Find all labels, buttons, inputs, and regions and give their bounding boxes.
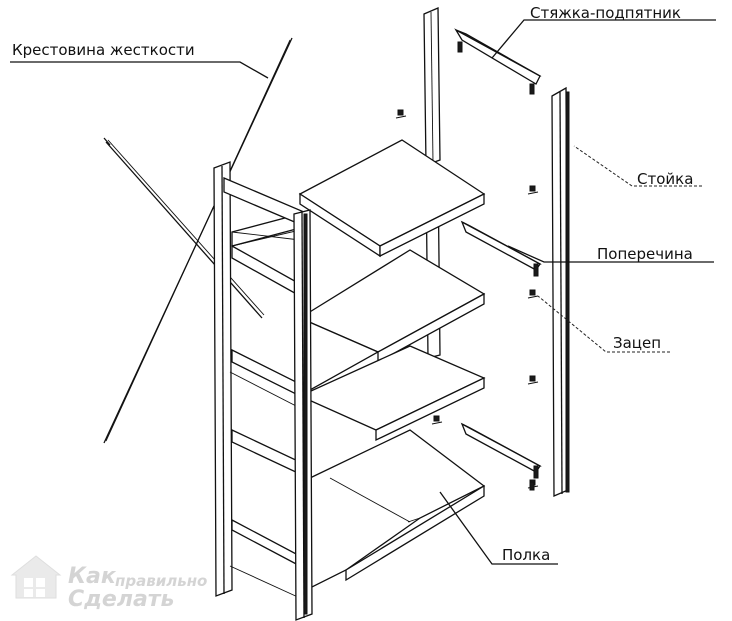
label-stiffener: Крестовина жесткости <box>12 41 195 59</box>
hook-2 <box>527 185 539 195</box>
crossbar <box>460 220 542 277</box>
shelf-4 <box>309 429 486 590</box>
hook-5 <box>431 415 443 425</box>
label-post: Стойка <box>637 170 693 188</box>
watermark-line1: Как <box>68 564 117 589</box>
shelf-2 <box>298 249 486 392</box>
cross-brace <box>103 37 293 444</box>
crossbar-lower <box>460 422 542 491</box>
leader-lines <box>10 19 716 565</box>
label-crossbar: Поперечина <box>597 245 693 263</box>
hook-3 <box>527 289 539 299</box>
side-frame-inner <box>231 213 301 568</box>
watermark-line3: Сделать <box>68 587 174 612</box>
label-tie-foot: Стяжка-подпятник <box>530 4 681 22</box>
front-left-post <box>213 161 305 599</box>
hook-1 <box>395 109 407 119</box>
loose-post <box>551 86 570 497</box>
label-hook: Зацеп <box>613 334 661 352</box>
label-shelf: Полка <box>502 546 550 564</box>
hook-4 <box>527 375 539 385</box>
watermark-line2: правильно <box>115 572 207 590</box>
front-right-post <box>293 209 313 621</box>
shelf-1 <box>298 139 486 258</box>
tie-foot <box>454 28 542 95</box>
house-logo-icon <box>10 555 62 599</box>
